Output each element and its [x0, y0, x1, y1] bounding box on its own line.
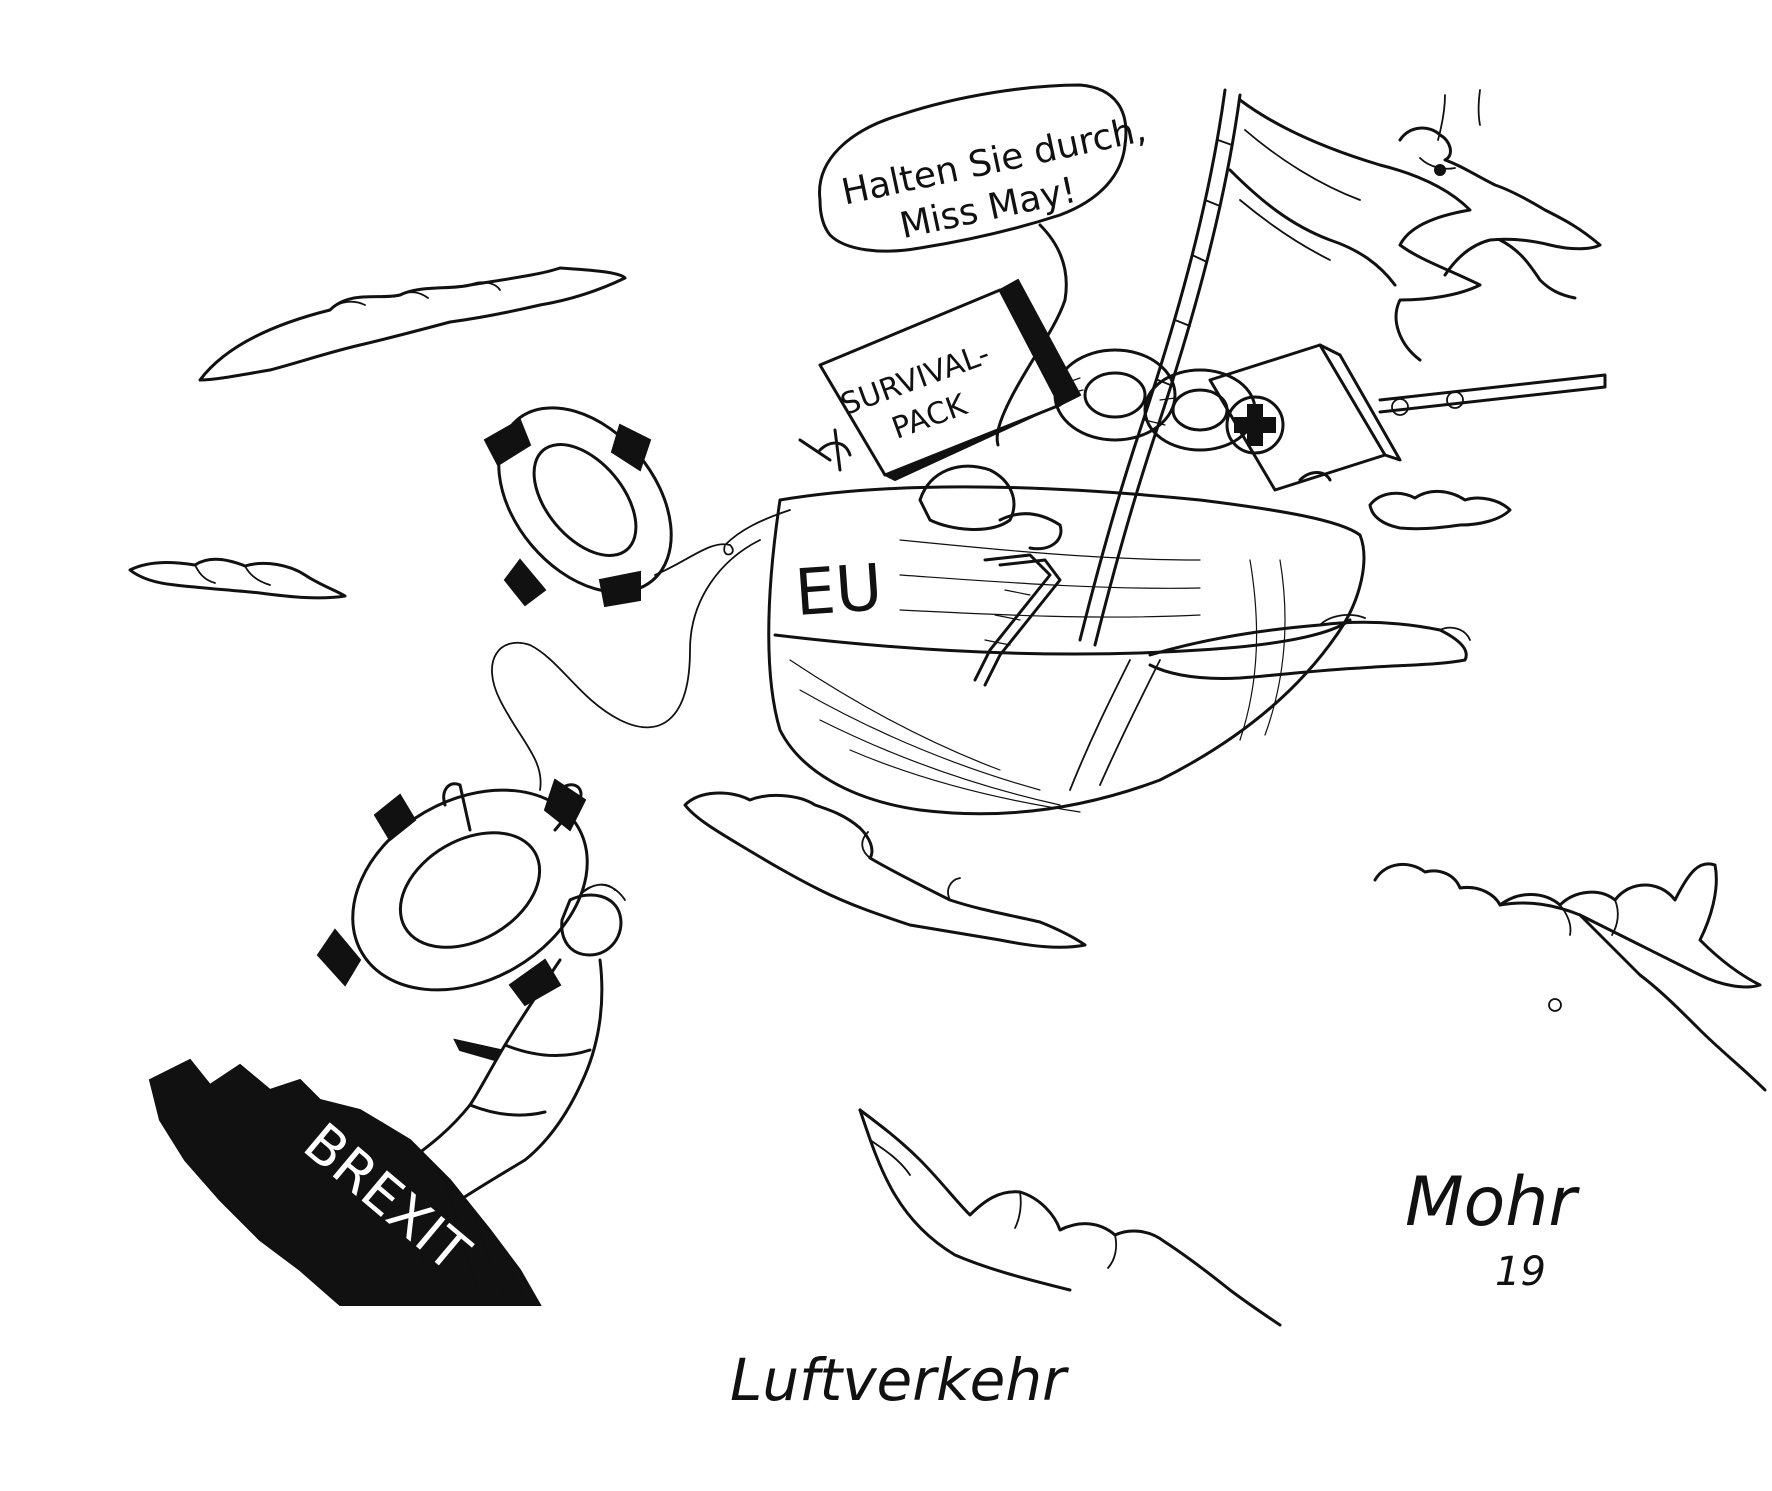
signature-year: 19: [1495, 1249, 1546, 1295]
eu-boat: EU: [767, 485, 1366, 816]
cloud-top-right: [1398, 89, 1602, 300]
svg-text:SURVIVAL- PACK: SURVIVAL- PACK: [836, 333, 1017, 460]
artist-signature: Mohr: [1405, 1163, 1580, 1242]
brexit-cliff: BREXIT: [148, 1058, 542, 1306]
caption: Luftverkehr: [730, 1346, 1069, 1414]
mast: [1078, 88, 1607, 647]
cloud-bottom: [858, 1108, 1282, 1327]
cloud-top-left: [198, 266, 627, 382]
life-ring-on-boat: [1053, 348, 1257, 452]
boat-crew: [798, 428, 1332, 687]
cloud-right: [1373, 862, 1767, 1092]
svg-text:Halten Sie durch, Miss M: Halten Sie durch, Miss May!: [838, 107, 1170, 258]
flag: [1228, 98, 1482, 362]
survival-pack-box: SURVIVAL- PACK: [818, 278, 1082, 482]
life-ring-thrown: [483, 406, 673, 608]
cloud-right-boat: [1148, 490, 1512, 680]
rope: [491, 509, 791, 791]
first-aid-kit: [1208, 343, 1402, 492]
life-ring-held: [316, 778, 589, 1007]
cloud-center: [683, 791, 1087, 949]
cloud-left-small: [128, 557, 347, 600]
boat-label-eu: EU: [793, 551, 885, 631]
